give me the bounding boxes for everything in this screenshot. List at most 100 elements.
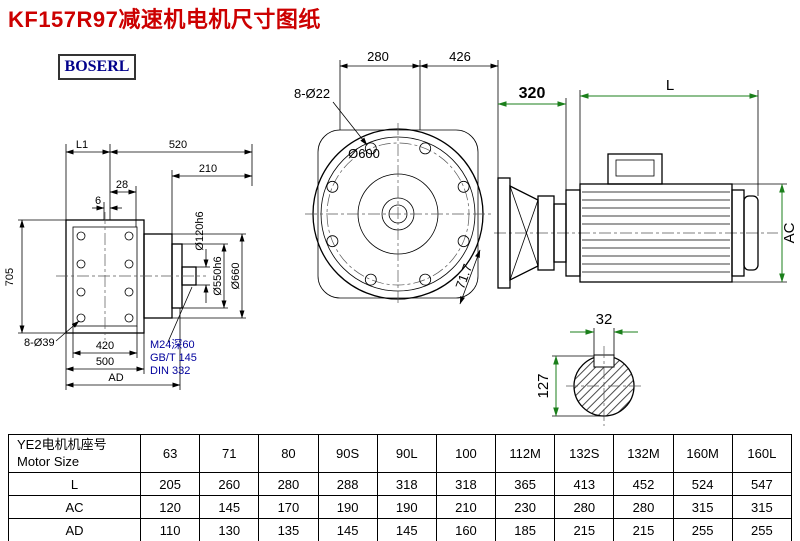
cell: 170: [258, 495, 319, 519]
note-m24: M24深60: [150, 338, 195, 351]
motor-side-view: 320 L AC: [494, 77, 798, 289]
col-header: 80: [258, 434, 319, 473]
gearbox-side-view: L1 520 210 28 6 705 8-Ø39: [4, 139, 253, 390]
cell: 135: [258, 518, 319, 541]
page-title: KF157R97减速机电机尺寸图纸: [8, 7, 321, 32]
cell: 190: [376, 495, 437, 519]
dim-6: 6: [95, 195, 101, 207]
cell: 315: [672, 495, 733, 519]
fan-cover: [743, 195, 759, 271]
motor-size-table: YE2电机机座号 Motor Size 63 71 80 90S 90L 100…: [8, 434, 793, 541]
cell: 215: [613, 518, 674, 541]
cell: 547: [731, 472, 793, 496]
cell: 318: [376, 472, 437, 496]
dim-32: 32: [596, 311, 613, 328]
cell: 413: [554, 472, 615, 496]
dim-28: 28: [116, 179, 128, 191]
cell: 280: [613, 495, 674, 519]
boserl-logo: BOSERL: [58, 54, 136, 80]
dim-dia550: Ø550h6: [212, 256, 224, 295]
cell: 130: [199, 518, 260, 541]
dim-dia120: Ø120h6: [194, 211, 206, 250]
row-label: AC: [8, 495, 141, 519]
dim-ad: AD: [108, 372, 123, 384]
cell: 110: [139, 518, 201, 541]
table-row-l: L 205 260 280 288 318 318 365 413 452 52…: [8, 472, 793, 496]
col-header: 160M: [672, 434, 733, 473]
col-header: 132S: [554, 434, 615, 473]
table-header-motor-size: YE2电机机座号 Motor Size: [8, 434, 141, 473]
dim-420: 420: [96, 340, 114, 352]
dim-71-7: 71.7: [452, 262, 475, 291]
cell: 288: [317, 472, 378, 496]
cell: 318: [435, 472, 497, 496]
cell: 280: [554, 495, 615, 519]
bolt-holes-8xd22: [326, 142, 470, 286]
cell: 255: [731, 518, 793, 541]
cell: 190: [317, 495, 378, 519]
left-extension-lines: [18, 219, 66, 334]
col-header: 63: [139, 434, 201, 473]
cell: 260: [199, 472, 260, 496]
cell: 230: [495, 495, 556, 519]
row-label: L: [8, 472, 141, 496]
cell: 145: [376, 518, 437, 541]
cell: 160: [435, 518, 497, 541]
front-extension-lines: [339, 60, 499, 178]
cell: 524: [672, 472, 733, 496]
col-header: 71: [199, 434, 260, 473]
table-header-row: YE2电机机座号 Motor Size 63 71 80 90S 90L 100…: [8, 434, 793, 473]
header-cn: YE2电机机座号: [17, 437, 107, 453]
cell: 452: [613, 472, 674, 496]
note-din332: DIN 332: [150, 365, 190, 377]
l-extension-lines: [579, 90, 759, 196]
cell: 210: [435, 495, 497, 519]
dim-520: 520: [169, 139, 187, 151]
dim-dia600: Ø600: [348, 146, 380, 161]
col-header: 160L: [731, 434, 793, 473]
header-en: Motor Size: [17, 453, 80, 469]
shaft-extension-lines: [552, 355, 604, 417]
dim-426: 426: [449, 49, 471, 64]
col-header: 132M: [613, 434, 674, 473]
dim-705: 705: [4, 268, 16, 286]
technical-drawing: L1 520 210 28 6 705 8-Ø39: [4, 49, 798, 426]
col-header: 112M: [495, 434, 556, 473]
row-label: AD: [8, 518, 141, 541]
flange-front-view: Ø600 280 426 8-Ø22 71.7: [294, 49, 499, 305]
dim-210: 210: [199, 163, 217, 175]
cell: 280: [258, 472, 319, 496]
terminal-box-lid: [615, 159, 655, 177]
bolt-holes-8xd39: [76, 231, 134, 323]
table-row-ac: AC 120 145 170 190 190 210 230 280 280 3…: [8, 495, 793, 519]
cell: 365: [495, 472, 556, 496]
cell: 145: [199, 495, 260, 519]
dim-127: 127: [535, 373, 552, 398]
col-header: 100: [435, 434, 497, 473]
dim-l1: L1: [76, 139, 88, 151]
terminal-box: [607, 153, 663, 185]
dim-ac: AC: [781, 222, 798, 243]
cell: 120: [139, 495, 201, 519]
note-gbt145: GB/T 145: [150, 352, 197, 364]
dim-dia660: Ø660: [230, 263, 242, 290]
col-header: 90S: [317, 434, 378, 473]
dim-320: 320: [519, 85, 546, 102]
cell: 145: [317, 518, 378, 541]
dim-l: L: [666, 77, 674, 94]
cell: 185: [495, 518, 556, 541]
cell: 215: [554, 518, 615, 541]
dim-8xd39: 8-Ø39: [24, 337, 55, 349]
dim-500: 500: [96, 356, 114, 368]
cell: 315: [731, 495, 793, 519]
dim-8xd22: 8-Ø22: [294, 86, 330, 101]
table-row-ad: AD 110 130 135 145 145 160 185 215 215 2…: [8, 518, 793, 541]
dia-extension-lines: [172, 233, 246, 319]
col-header: 90L: [376, 434, 437, 473]
dim-280: 280: [367, 49, 389, 64]
cell: 205: [139, 472, 201, 496]
motor-cooling-fins: [582, 191, 730, 273]
ac-extension-lines: [732, 183, 787, 283]
shaft-section-view: 32 127: [535, 311, 642, 426]
